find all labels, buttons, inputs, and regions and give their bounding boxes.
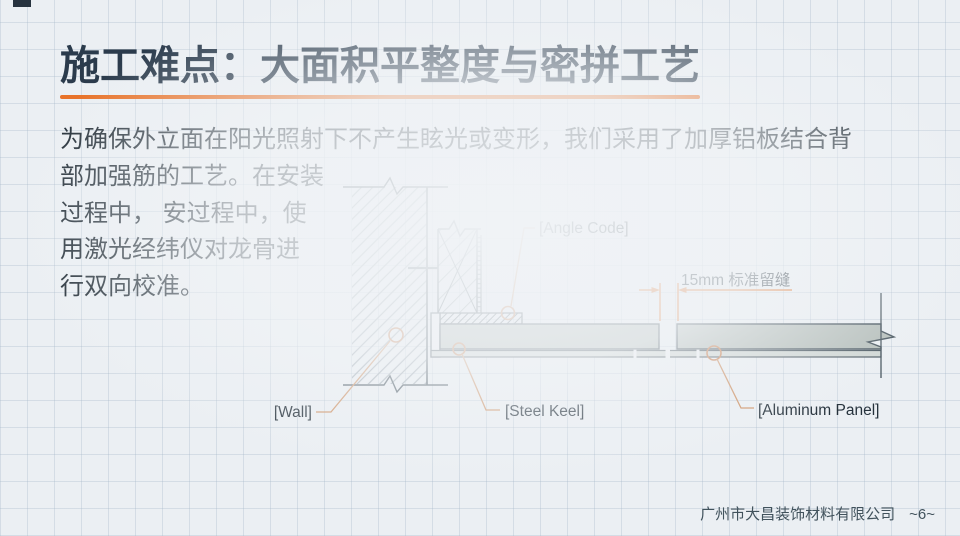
aluminum-panel-left: [439, 323, 660, 350]
dim-arrow-right: [678, 287, 687, 293]
aluminum-panel-leader-line: [716, 358, 754, 409]
strip-joint-1: [633, 349, 637, 358]
angle-code-label: [Angle Code]: [539, 220, 629, 237]
callout-markers: [388, 305, 722, 361]
wall-leader-line: [316, 340, 391, 413]
gap-dimension: [639, 283, 792, 321]
steel-keel-strip: [430, 349, 882, 358]
gap-dimension-label: 15mm 标准留缝: [681, 271, 790, 289]
wall-top-break-line: [343, 176, 448, 196]
body-text: 为确保外立面在阳光照射下不产生眩光或变形，我们采用了加厚铝板结合背 部加强筋的工…: [60, 126, 852, 301]
corner-accent-mark: [13, 0, 31, 7]
footer-company-name: 广州市大昌装饰材料有限公司: [700, 506, 896, 523]
angle-code-leader-line: [510, 227, 535, 307]
panel-assembly: [430, 293, 897, 378]
aluminum-panel-label: [Aluminum Panel]: [758, 402, 879, 419]
wall-label: [Wall]: [274, 404, 312, 421]
wall-hatch: [352, 187, 427, 384]
wall-bottom-break-line: [343, 374, 448, 394]
wall-marker-circle: [388, 327, 404, 343]
aluminum-panel-right: [676, 323, 897, 350]
dim-arrow-left: [651, 287, 660, 293]
footer-page-number: ~6~: [909, 506, 935, 523]
steel-keel-label: [Steel Keel]: [505, 403, 584, 420]
strip-joint-2: [665, 349, 670, 358]
page-title: 施工难点：大面积平整度与密拼工艺: [60, 44, 700, 88]
aluminum-panel-marker-circle: [706, 345, 722, 361]
footer: 广州市大昌装饰材料有限公司 ~6~: [700, 503, 935, 524]
keel-column: [408, 219, 482, 314]
steel-keel-marker-circle: [452, 342, 466, 356]
leader-lines: [316, 227, 754, 413]
strip-joint-3: [696, 349, 700, 358]
keel-top-break-line: [438, 219, 481, 238]
steel-keel-leader-line: [461, 353, 500, 411]
title-underline: [60, 95, 700, 99]
keel-cross-bracing: [437, 228, 478, 314]
angle-code-marker-circle: [500, 305, 516, 321]
wall-section: [343, 176, 448, 394]
